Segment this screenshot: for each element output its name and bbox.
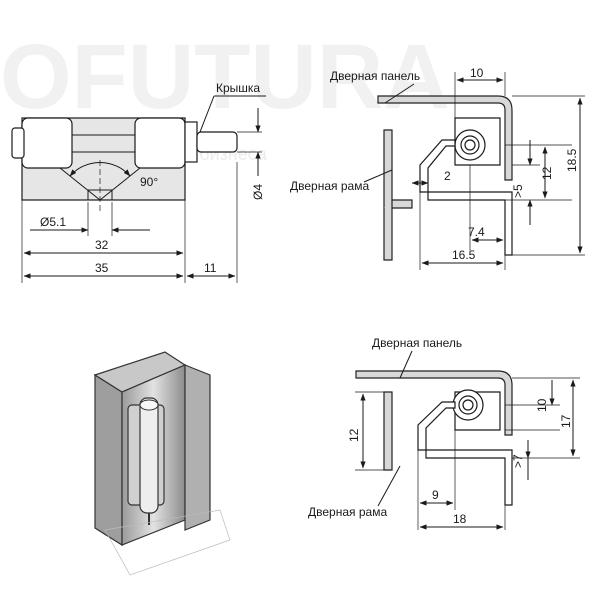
door-frame (383, 129, 413, 209)
door-frame-2 (383, 391, 393, 471)
dim-16-5: 16.5 (452, 248, 476, 262)
dim-17: 17 (559, 414, 573, 428)
door-panel-2 (355, 370, 513, 436)
dim-18-5: 18.5 (565, 148, 579, 172)
label-door-panel: Дверная панель (330, 69, 420, 83)
dim-10-b: 10 (535, 398, 549, 412)
dim-9: 9 (432, 488, 439, 502)
dim-gt5: >5 (511, 184, 525, 198)
pin-right (196, 131, 238, 153)
dim-10: 10 (470, 66, 484, 80)
top-view: Дверная панель Дверная рама 10 2 12 >5 1… (290, 66, 585, 270)
dim-7-4: 7.4 (468, 225, 485, 239)
pin-left-end (11, 127, 25, 159)
label-door-frame-2: Дверная рама (308, 505, 387, 519)
cap (184, 121, 198, 163)
dim-angle: 90° (140, 175, 158, 189)
bottom-view: Дверная панель Дверная рама 12 10 17 >7 … (308, 336, 580, 530)
door-panel (377, 95, 513, 181)
hinge-leaf (419, 139, 513, 256)
dim-hole: Ø5.1 (40, 215, 66, 229)
side-view: 90° Ø5.1 32 35 11 Ø4 Крышка (11, 81, 266, 283)
hinge-leaf-2 (417, 401, 513, 506)
label-door-panel-2: Дверная панель (372, 336, 462, 350)
dim-pin: Ø4 (251, 184, 265, 200)
iso-view (93, 351, 231, 576)
dim-12-b: 12 (347, 428, 361, 442)
dim-12: 12 (540, 166, 554, 180)
label-door-frame: Дверная рама (290, 179, 369, 193)
hinge-knuckle-left (21, 117, 73, 169)
dim-2: 2 (444, 169, 451, 183)
label-cap: Крышка (216, 81, 260, 95)
dim-gt7: >7 (511, 454, 525, 468)
dim-35: 35 (95, 261, 109, 275)
dim-18: 18 (453, 512, 467, 526)
hinge-knuckle-right (134, 117, 186, 169)
watermark-brand: OFUTURA (0, 26, 450, 128)
dim-32: 32 (95, 238, 109, 252)
dim-11: 11 (204, 261, 217, 275)
